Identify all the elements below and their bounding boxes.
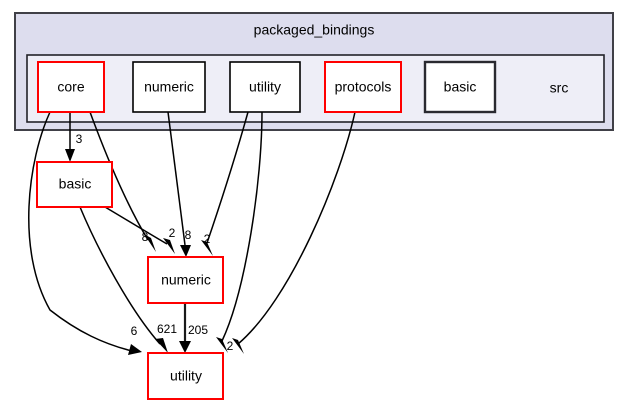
- edge-label-protocols-utility: 2: [227, 339, 234, 353]
- edge-core-to-numeric: [89, 111, 156, 252]
- node-basic-mid-box[interactable]: [36, 161, 113, 208]
- node-utility-bottom[interactable]: utility: [147, 352, 224, 400]
- node-core-label: core: [57, 79, 84, 95]
- edge-label-core-basic: 3: [76, 132, 83, 146]
- node-basic-top[interactable]: basic: [423, 60, 497, 114]
- arrowhead: [128, 344, 142, 355]
- node-protocols-box[interactable]: [324, 61, 402, 113]
- cluster-label-src: src: [550, 80, 569, 96]
- arrowhead: [216, 337, 228, 353]
- edge-numeric-to-utility: [179, 303, 191, 353]
- cluster-title-packaged-bindings: packaged_bindings: [254, 22, 375, 38]
- edge-label-basic-numeric: 2: [169, 226, 176, 240]
- node-numeric-mid[interactable]: numeric: [147, 256, 224, 304]
- node-utility-bottom-box[interactable]: [147, 352, 224, 400]
- node-utility-top-box[interactable]: [229, 61, 301, 113]
- arrowhead: [163, 238, 175, 254]
- edge-label-numeric-utility: 205: [188, 323, 208, 337]
- arrowhead: [201, 240, 213, 256]
- edge-numerictop-to-numeric: [167, 111, 191, 257]
- arrowhead: [65, 149, 75, 162]
- arrowhead: [144, 234, 156, 252]
- node-basic-top-label: basic: [444, 79, 477, 95]
- arrowhead: [180, 245, 191, 257]
- cluster-inner-rect: [26, 54, 605, 123]
- edge-basic-to-numeric: [104, 206, 175, 254]
- cluster-src: src: [26, 54, 605, 123]
- edge-protocols-to-utility: [232, 111, 356, 354]
- arrowhead: [155, 338, 168, 353]
- edge-label-core-numeric: 8: [142, 230, 149, 244]
- node-numeric-top-box[interactable]: [132, 61, 206, 113]
- edge-core-to-basic: [65, 112, 75, 162]
- node-basic-top-box[interactable]: [423, 60, 497, 114]
- edge-label-basic-utility: 621: [157, 322, 177, 336]
- node-utility-top-label: utility: [249, 79, 281, 95]
- edge-label-utilitytop-numeric: 2: [204, 232, 211, 246]
- edge-label-numerictop-numeric: 8: [185, 228, 192, 242]
- edge-core-to-utility: [28, 111, 142, 355]
- arrowhead: [179, 341, 191, 353]
- node-utility-bottom-label: utility: [170, 368, 202, 384]
- node-core[interactable]: core: [37, 61, 105, 113]
- edge-basic-to-utility: [79, 206, 168, 353]
- edge-utilitytop-to-utility: [216, 111, 263, 353]
- arrowhead: [232, 338, 244, 354]
- node-core-box[interactable]: [37, 61, 105, 113]
- node-numeric-top[interactable]: numeric: [132, 61, 206, 113]
- edge-utilitytop-to-numeric: [201, 111, 249, 256]
- node-protocols[interactable]: protocols: [324, 61, 402, 113]
- node-numeric-mid-box[interactable]: [147, 256, 224, 304]
- edge-label-core-utility: 6: [131, 324, 138, 338]
- node-utility-top[interactable]: utility: [229, 61, 301, 113]
- node-numeric-mid-label: numeric: [161, 272, 211, 288]
- node-basic-mid-label: basic: [59, 176, 92, 192]
- node-numeric-top-label: numeric: [144, 79, 194, 95]
- node-protocols-label: protocols: [335, 79, 392, 95]
- node-basic-mid[interactable]: basic: [36, 161, 113, 208]
